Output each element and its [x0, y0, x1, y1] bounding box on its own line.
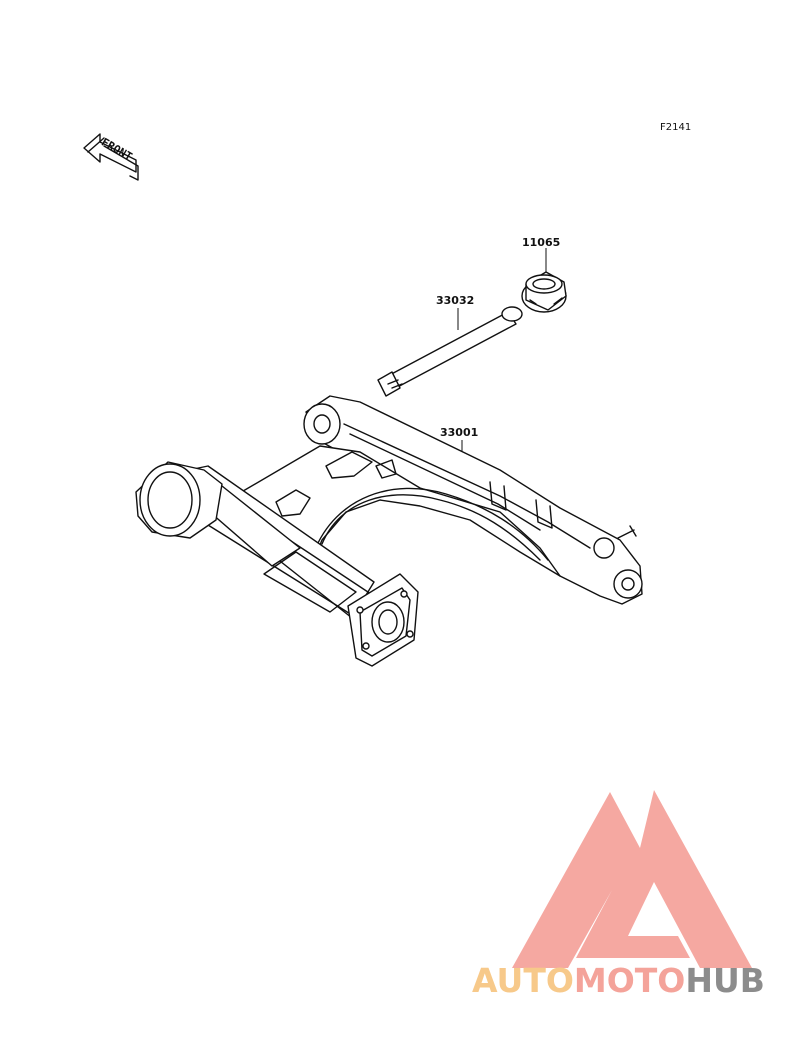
- watermark-word-moto: MOTO: [574, 961, 685, 1000]
- part-label-11065: 11065: [522, 236, 560, 249]
- part-label-33032: 33032: [436, 294, 474, 307]
- watermark-word-auto: AUTO: [472, 961, 574, 1000]
- collar-part-11065: [521, 248, 567, 313]
- shaft-part-33032: [377, 306, 523, 397]
- watermark-triangle-icon: [512, 790, 752, 968]
- watermark-logo: AUTOMOTOHUB: [472, 790, 765, 1000]
- figure-code: F2141: [660, 122, 691, 133]
- front-arrow-icon: FRONT: [83, 133, 139, 181]
- part-label-33001: 33001: [440, 426, 478, 439]
- svg-text:AUTOMOTOHUB: AUTOMOTOHUB: [472, 961, 765, 1000]
- swingarm-part-33001: [135, 395, 643, 667]
- watermark-word-hub: HUB: [685, 961, 765, 1000]
